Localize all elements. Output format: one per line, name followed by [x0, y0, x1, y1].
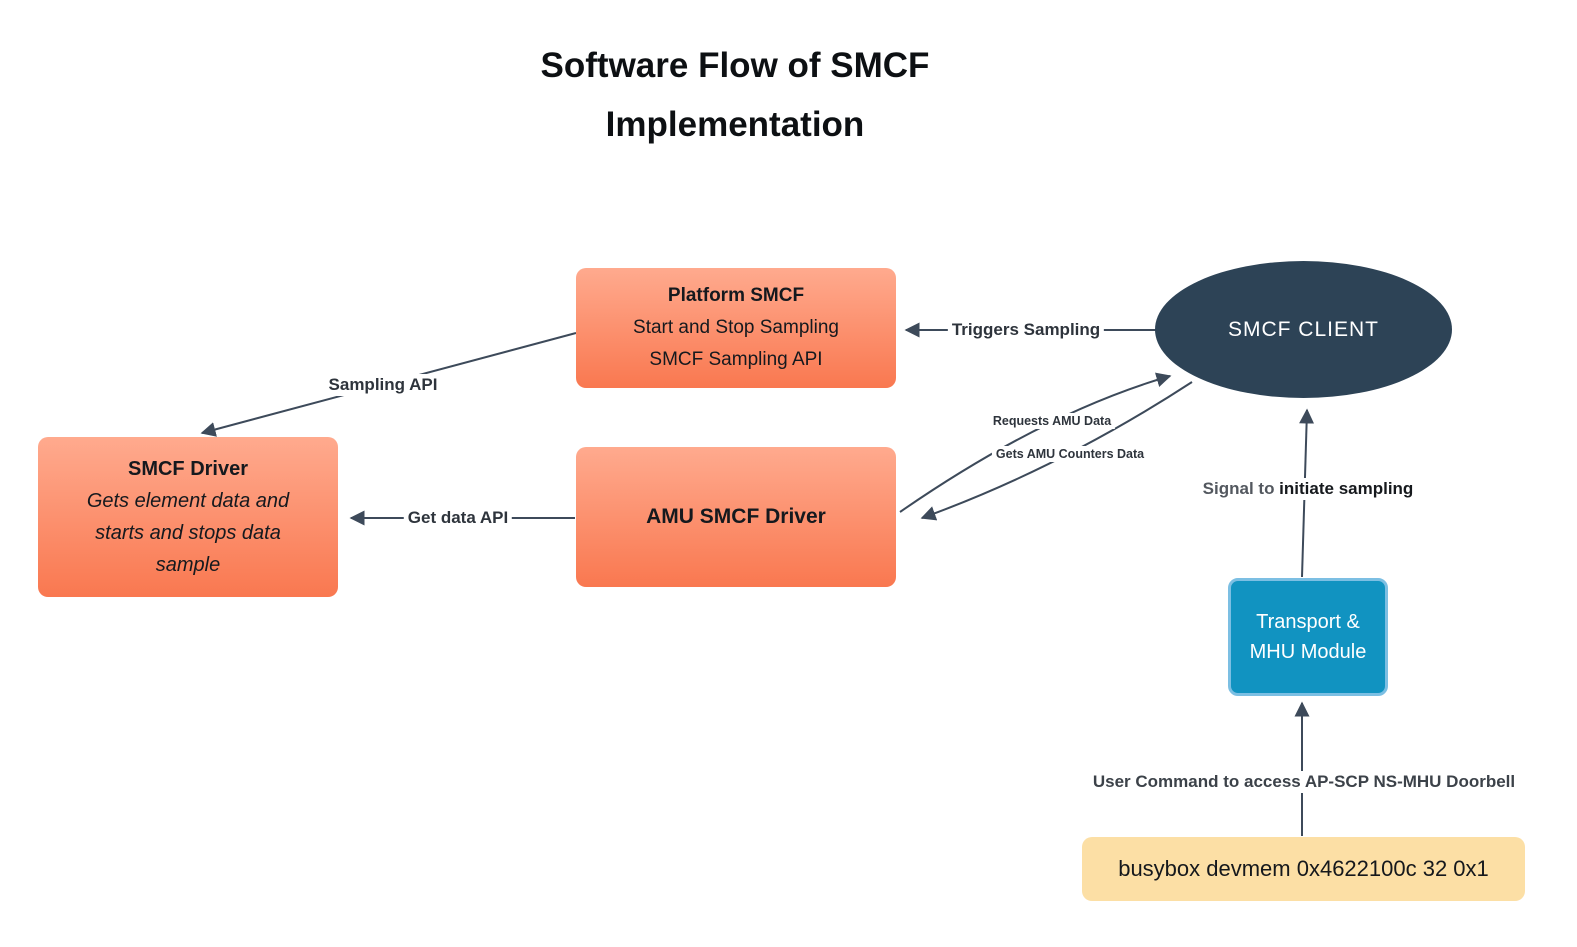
- node-smcf-client-label: SMCF CLIENT: [1227, 317, 1379, 341]
- node-transport-mhu-module: Transport & MHU Module: [1228, 578, 1388, 696]
- edge-label-signal-initiate-sampling: Signal to initiate sampling: [1198, 478, 1418, 500]
- edge-label-sampling-api: Sampling API: [324, 374, 442, 396]
- node-platform-smcf-line: Start and Stop Sampling: [633, 317, 839, 338]
- edge-requests-amu-data: [899, 372, 1172, 513]
- edge-label-get-data-api: Get data API: [403, 507, 513, 529]
- node-amu-smcf-driver-label: AMU SMCF Driver: [646, 505, 826, 528]
- diagram-title: Software Flow of SMCF Implementation: [385, 36, 1085, 154]
- edge-label-signal-emphasis: initiate sampling: [1279, 479, 1414, 498]
- edge-label-user-command: User Command to access AP-SCP NS-MHU Doo…: [1088, 771, 1520, 793]
- edge-label-triggers-sampling: Triggers Sampling: [947, 319, 1105, 341]
- edge-label-gets-amu-counters-data: Gets AMU Counters Data: [991, 446, 1149, 462]
- diagram-title-line: Implementation: [605, 105, 865, 144]
- node-platform-smcf: Platform SMCF Start and Stop Sampling SM…: [576, 268, 896, 388]
- node-transport-mhu-line: MHU Module: [1249, 641, 1367, 663]
- node-smcf-driver-title: SMCF Driver: [127, 458, 249, 480]
- node-platform-smcf-line: SMCF Sampling API: [649, 349, 823, 370]
- node-transport-mhu-line: Transport &: [1256, 611, 1360, 633]
- edge-label-signal-prefix: Signal to: [1202, 479, 1280, 498]
- node-smcf-driver-line: starts and stops data: [95, 522, 281, 544]
- node-smcf-driver-line: Gets element data and: [86, 490, 290, 512]
- node-smcf-client: SMCF CLIENT: [1155, 261, 1452, 398]
- node-busybox-command-label: busybox devmem 0x4622100c 32 0x1: [1118, 856, 1489, 881]
- node-smcf-driver-line: sample: [155, 554, 221, 576]
- node-smcf-driver: SMCF Driver Gets element data and starts…: [38, 437, 338, 597]
- node-platform-smcf-title: Platform SMCF: [667, 285, 805, 306]
- diagram-title-line: Software Flow of SMCF: [540, 46, 930, 85]
- node-busybox-command: busybox devmem 0x4622100c 32 0x1: [1082, 837, 1525, 901]
- node-amu-smcf-driver: AMU SMCF Driver: [576, 447, 896, 587]
- edge-label-requests-amu-data: Requests AMU Data: [988, 413, 1116, 429]
